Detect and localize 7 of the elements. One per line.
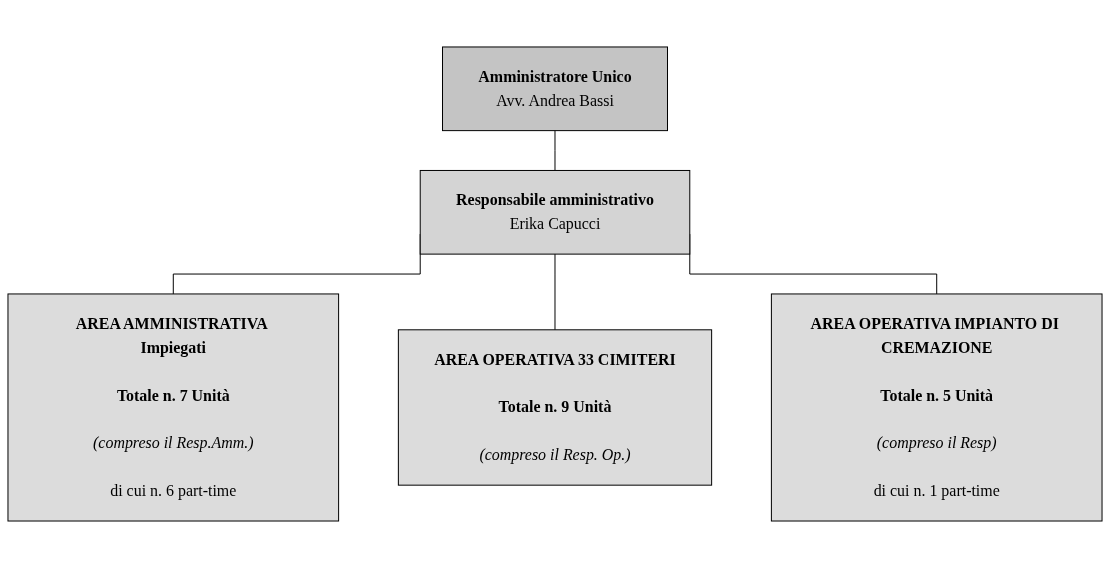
node-box: Amministratore Unico Avv. Andrea Bassi [442, 45, 668, 131]
connector [554, 253, 556, 330]
node-box: AREA OPERATIVA IMPIANTO DI CREMAZIONE Totale n. 5 Unità (compreso il Resp) di cui n. 1 part-time [770, 292, 1103, 521]
connector [554, 129, 556, 171]
node-box: AREA AMMINISTRATIVA Impiegati Totale n. 7 Unità (compreso il Resp.Amm.) di cui n. 6 part-time [7, 292, 340, 521]
node-box: AREA OPERATIVA 33 CIMITERI Totale n. 9 Unità (compreso il Resp. Op.) [397, 328, 713, 486]
node-box: Responsabile amministrativo Erika Capucci [419, 169, 691, 255]
